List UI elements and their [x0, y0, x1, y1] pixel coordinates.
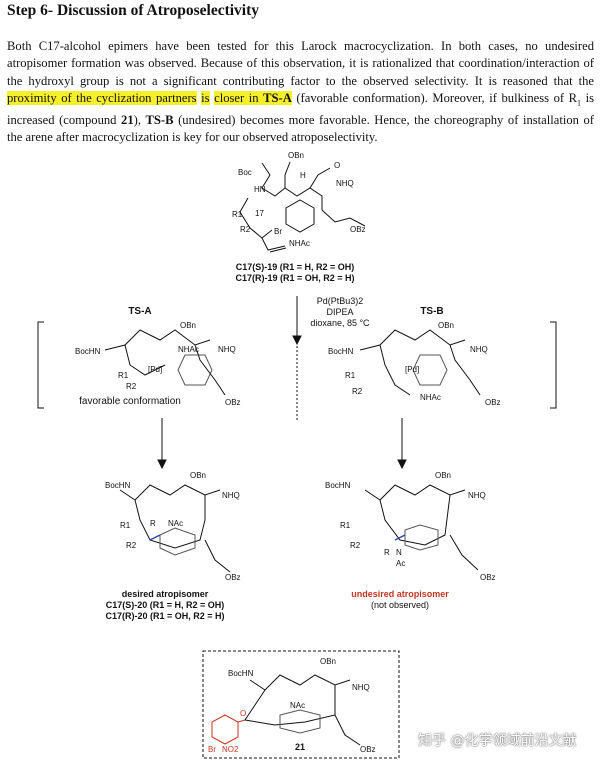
- atom-label: 17: [255, 209, 264, 218]
- product-b-structure: BocHN OBn NHQ R N Ac R1 R2 OBz: [325, 471, 496, 582]
- atom-label: OBz: [360, 745, 376, 754]
- product-b-note: (not observed): [370, 600, 430, 610]
- atom-label: NHQ: [336, 179, 354, 188]
- bracket-right: [550, 321, 557, 409]
- atom-label: NO2: [222, 745, 239, 754]
- atom-label: R2: [352, 387, 363, 396]
- atom-label: [Pd]: [148, 365, 162, 374]
- atom-label: NHAc: [420, 393, 441, 402]
- compound-21-structure: BocHN OBn NHQ NAc O Br NO2 OBz: [208, 657, 376, 754]
- compound-21-label: 21: [294, 742, 305, 752]
- atom-label: BocHN: [325, 481, 351, 490]
- watermark: 知乎 @化学领域前沿文献: [418, 733, 577, 749]
- atom-label: BocHN: [328, 347, 354, 356]
- product-a-label-s: C17(S)-20 (R1 = H, R2 = OH): [105, 600, 225, 610]
- atom-label: OBz: [480, 573, 496, 582]
- ts-a-caption: favorable conformation: [79, 396, 181, 407]
- highlight: is: [201, 90, 210, 105]
- product-b-name: undesired atropisomer: [351, 589, 449, 599]
- atom-label: OBz: [485, 398, 501, 407]
- condition-base: DIPEA: [326, 307, 354, 317]
- atom-label: N: [396, 548, 402, 557]
- ts-b-structure: OBn BocHN NHQ NHAc [Pd] R1 R2 OBz: [328, 321, 501, 407]
- atom-label: R2: [350, 541, 361, 550]
- atom-label: NHQ: [222, 491, 240, 500]
- ts-b-title: TS-B: [420, 306, 444, 317]
- atom-label: NHQ: [352, 683, 370, 692]
- text: (favorable conformation). Moreover, if b…: [291, 90, 578, 105]
- discussion-paragraph: Both C17-alcohol epimers have been teste…: [7, 39, 594, 144]
- starting-material-structure: OBn Boc HN H O NHQ R1 R2 17 Br NHAc OBz: [232, 151, 366, 253]
- atom-label: OBn: [190, 471, 206, 480]
- atom-label: O: [334, 161, 340, 170]
- ts-a-title: TS-A: [128, 306, 152, 317]
- atom-label: HN: [254, 185, 266, 194]
- atom-label: BocHN: [228, 669, 254, 678]
- atom-label: R: [150, 519, 156, 528]
- atom-label: NHAc: [178, 345, 199, 354]
- bracket-left: [37, 321, 44, 409]
- condition-catalyst: Pd(PtBu3)2: [316, 296, 364, 306]
- condition-solvent: dioxane, 85 °C: [310, 318, 370, 328]
- atom-label: R2: [240, 225, 251, 234]
- start-label-r: C17(R)-19 (R1 = OH, R2 = H): [235, 273, 355, 283]
- atom-label: R1: [345, 371, 356, 380]
- atom-label: R1: [118, 371, 129, 380]
- atom-label: OBz: [225, 573, 241, 582]
- atom-label: NHQ: [468, 491, 486, 500]
- text: Both C17-alcohol epimers have been teste…: [7, 39, 594, 88]
- atom-label: H: [300, 171, 306, 180]
- ts-a-structure: OBn BocHN NHQ NHAc [Pd] R1 R2 OBz: [75, 321, 241, 407]
- atom-label: [Pd]: [405, 365, 419, 374]
- atom-label: BocHN: [105, 481, 131, 490]
- atom-label: Br: [274, 227, 282, 236]
- product-a-structure: BocHN OBn NHQ R NAc R1 R2 OBz: [105, 471, 241, 582]
- atom-label: R1: [232, 210, 243, 219]
- atom-label: OBn: [288, 151, 304, 160]
- atom-label: OBn: [435, 471, 451, 480]
- highlight: closer in TS-A: [214, 90, 292, 105]
- atom-label: R: [384, 548, 390, 557]
- atom-label: NAc: [168, 519, 183, 528]
- atom-label: R1: [120, 521, 131, 530]
- atom-label: OBz: [225, 398, 241, 407]
- atom-label: R1: [340, 521, 351, 530]
- atom-label: OBz: [350, 225, 366, 234]
- highlight: proximity of the cyclization partners: [7, 90, 197, 105]
- atom-label: O: [240, 709, 246, 718]
- start-label-s: C17(S)-19 (R1 = H, R2 = OH): [235, 262, 355, 272]
- atom-label: Br: [208, 745, 216, 754]
- atom-label: NHQ: [218, 345, 236, 354]
- atom-label: Boc: [238, 168, 252, 177]
- atom-label: OBn: [320, 657, 336, 666]
- atom-label: BocHN: [75, 347, 101, 356]
- section-title: Step 6- Discussion of Atroposelectivity: [7, 2, 260, 19]
- atom-label: R2: [126, 382, 137, 391]
- atom-label: NAc: [290, 701, 305, 710]
- product-a-label-r: C17(R)-20 (R1 = OH, R2 = H): [105, 611, 225, 621]
- atom-label: OBn: [180, 321, 196, 330]
- product-a-name: desired atropisomer: [121, 589, 209, 599]
- compound-21-box: [202, 650, 400, 759]
- atom-label: R2: [126, 541, 137, 550]
- atom-label: NHQ: [470, 345, 488, 354]
- atom-label: OBn: [438, 321, 454, 330]
- atom-label: Ac: [396, 559, 405, 568]
- atom-label: NHAc: [289, 239, 310, 248]
